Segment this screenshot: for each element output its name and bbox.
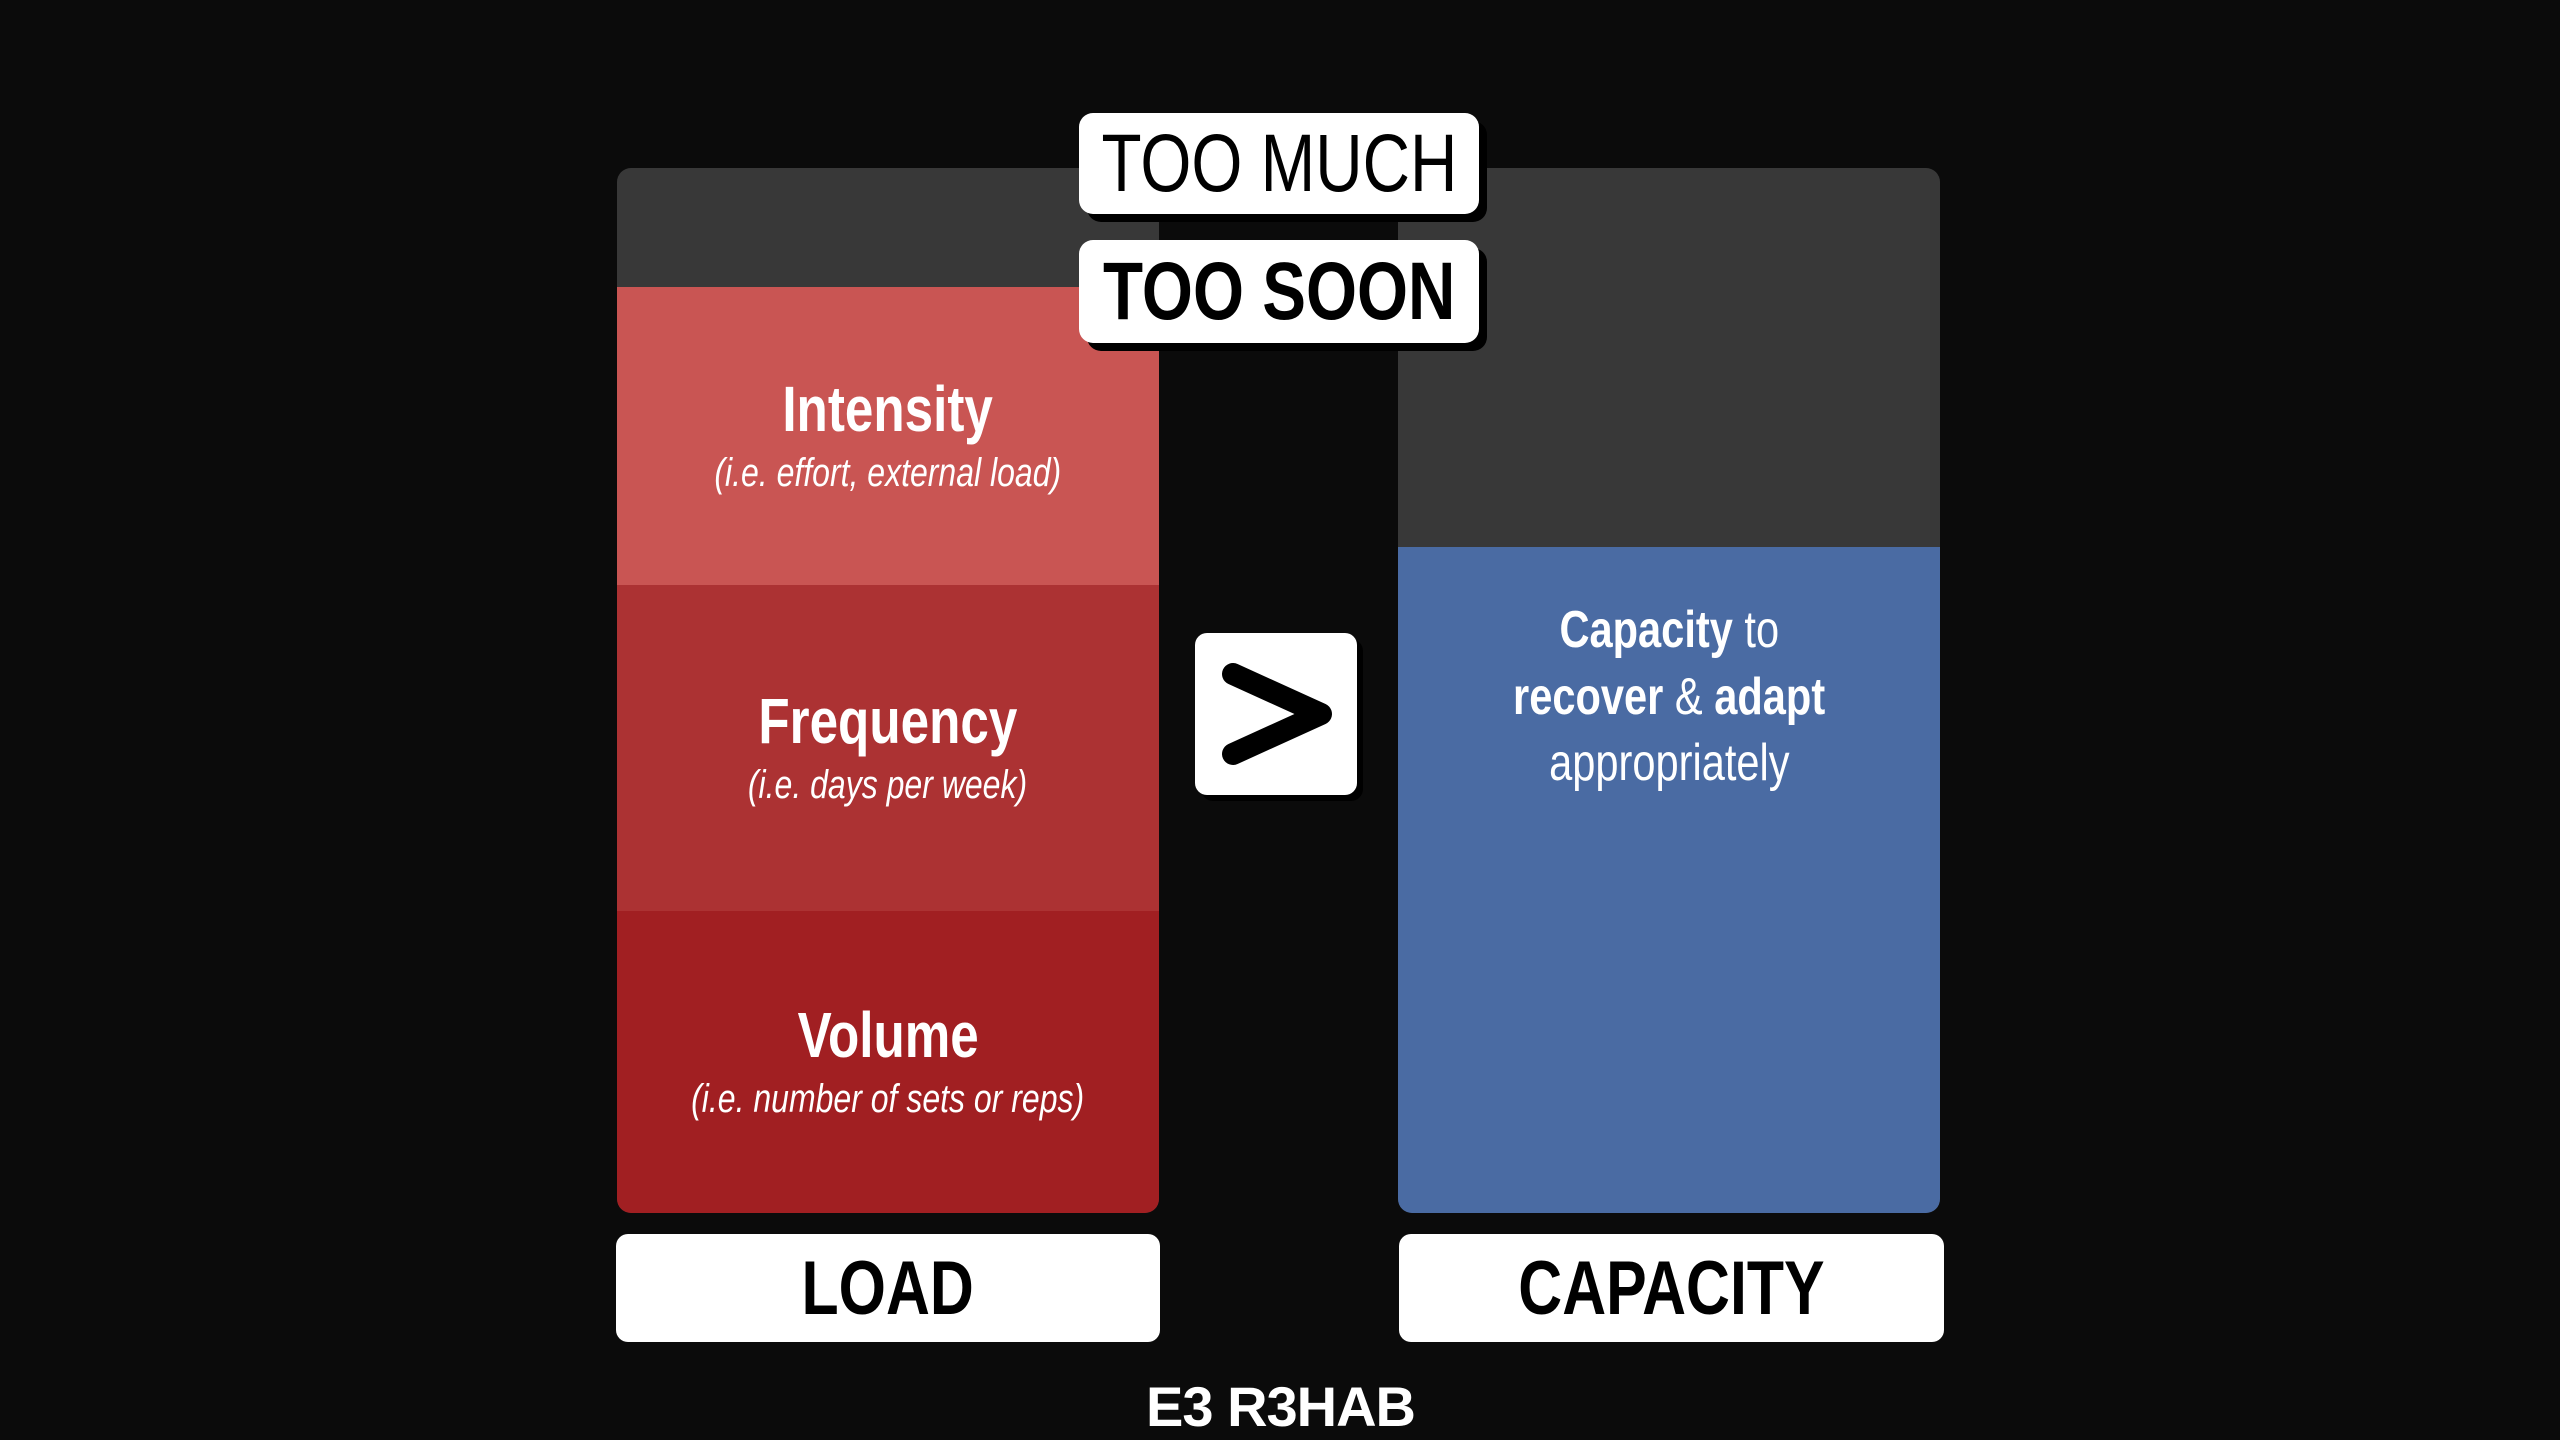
volume-subtitle: (i.e. number of sets or reps) [691, 1076, 1085, 1121]
ampersand: & [1663, 667, 1715, 726]
too-much-tag: TOO MUCH [1079, 113, 1479, 214]
too-soon-text: TOO SOON [1102, 245, 1456, 337]
greater-than-box: > [1195, 633, 1357, 795]
capacity-label-text: CAPACITY [1518, 1245, 1825, 1331]
capacity-label: CAPACITY [1399, 1234, 1944, 1342]
intensity-title: Intensity [782, 373, 994, 446]
greater-than-icon [1222, 663, 1332, 765]
load-label: LOAD [616, 1234, 1160, 1342]
intensity-band: Intensity (i.e. effort, external load) [617, 287, 1159, 585]
volume-title: Volume [797, 999, 979, 1072]
capacity-word: Capacity [1559, 601, 1733, 659]
to-word: to [1732, 601, 1779, 659]
too-much-text: TOO MUCH [1101, 117, 1457, 209]
e3-rehab-logo: E3 R3HAB [1127, 1375, 1434, 1438]
intensity-subtitle: (i.e. effort, external load) [714, 450, 1062, 495]
volume-band: Volume (i.e. number of sets or reps) [617, 911, 1159, 1213]
adapt-word: adapt [1714, 667, 1826, 726]
too-soon-tag: TOO SOON [1079, 240, 1479, 343]
load-column: Intensity (i.e. effort, external load) F… [617, 168, 1159, 1213]
frequency-title: Frequency [758, 685, 1018, 758]
capacity-band: Capacity to recover & adapt appropriatel… [1398, 547, 1940, 1213]
capacity-column: Capacity to recover & adapt appropriatel… [1398, 168, 1940, 1213]
load-label-text: LOAD [801, 1245, 975, 1331]
frequency-band: Frequency (i.e. days per week) [617, 585, 1159, 911]
frequency-subtitle: (i.e. days per week) [748, 762, 1028, 807]
logo-text: E3 R3HAB [1146, 1374, 1416, 1438]
capacity-text: Capacity to recover & adapt appropriatel… [1474, 597, 1864, 797]
appropriately-word: appropriately [1548, 734, 1790, 793]
recover-word: recover [1512, 667, 1664, 726]
